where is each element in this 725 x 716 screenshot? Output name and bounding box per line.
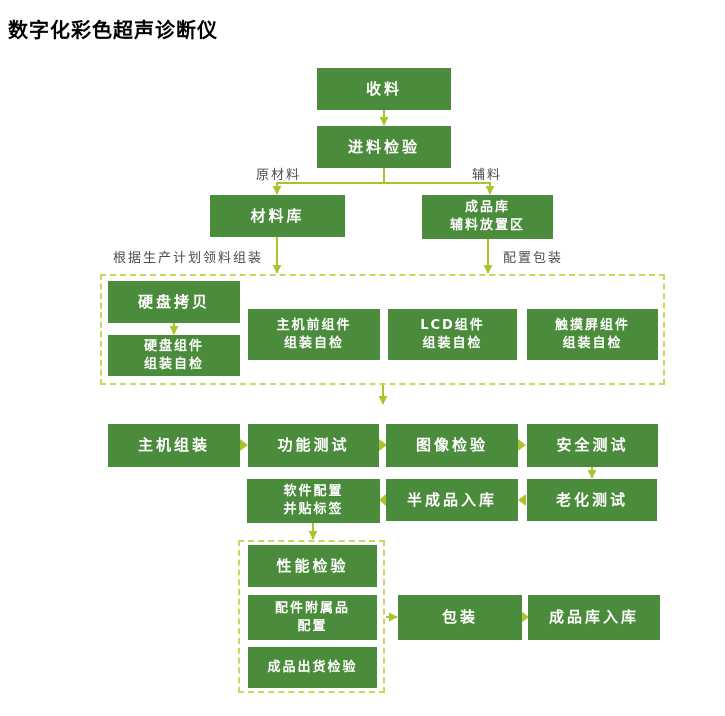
node-performance-inspection: 性能检验 [248, 545, 377, 587]
node-accessories-config: 配件附属品 配置 [248, 595, 377, 640]
node-shipment-inspection: 成品出货检验 [248, 647, 377, 688]
node-safety-test: 安全测试 [527, 424, 658, 467]
node-host-front-assembly-check: 主机前组件 组装自检 [248, 309, 380, 360]
arrow-aging-to-semi-finished [518, 494, 526, 506]
edge-label-auxiliary-material: 辅料 [472, 168, 503, 183]
node-material-warehouse: 材料库 [210, 195, 345, 237]
node-touchscreen-assembly-check: 触摸屏组件 组装自检 [527, 309, 658, 360]
node-receive: 收料 [317, 68, 451, 110]
page-title: 数字化彩色超声诊断仪 [8, 18, 218, 42]
node-finished-storage: 成品库入库 [528, 595, 660, 640]
edge-label-configure-packaging: 配置包装 [503, 251, 564, 266]
node-hdd-copy: 硬盘拷贝 [108, 281, 240, 323]
node-incoming-inspection: 进料检验 [317, 126, 451, 168]
node-software-config-label: 软件配置 并贴标签 [247, 479, 380, 523]
edge-label-pick-by-plan: 根据生产计划领料组装 [113, 251, 264, 266]
node-image-inspection: 图像检验 [386, 424, 518, 467]
node-hdd-assembly-check: 硬盘组件 组装自检 [108, 335, 240, 376]
arrow-semi-finished-to-software [379, 494, 386, 506]
node-semi-finished-storage: 半成品入库 [386, 479, 518, 521]
node-packaging: 包装 [398, 595, 522, 640]
node-function-test: 功能测试 [248, 424, 379, 467]
arrow-host-assembly-to-function-test [240, 439, 248, 451]
final-inspection-group-frame [238, 540, 385, 693]
node-lcd-assembly-check: LCD组件 组装自检 [388, 309, 517, 360]
arrow-image-inspection-to-safety-test [518, 439, 526, 451]
node-aging-test: 老化测试 [527, 479, 657, 521]
node-finished-aux-area: 成品库 辅料放置区 [422, 195, 553, 239]
node-host-assembly: 主机组装 [108, 424, 240, 467]
assembly-group-frame [100, 274, 665, 385]
edge-label-raw-material: 原材料 [256, 168, 302, 183]
